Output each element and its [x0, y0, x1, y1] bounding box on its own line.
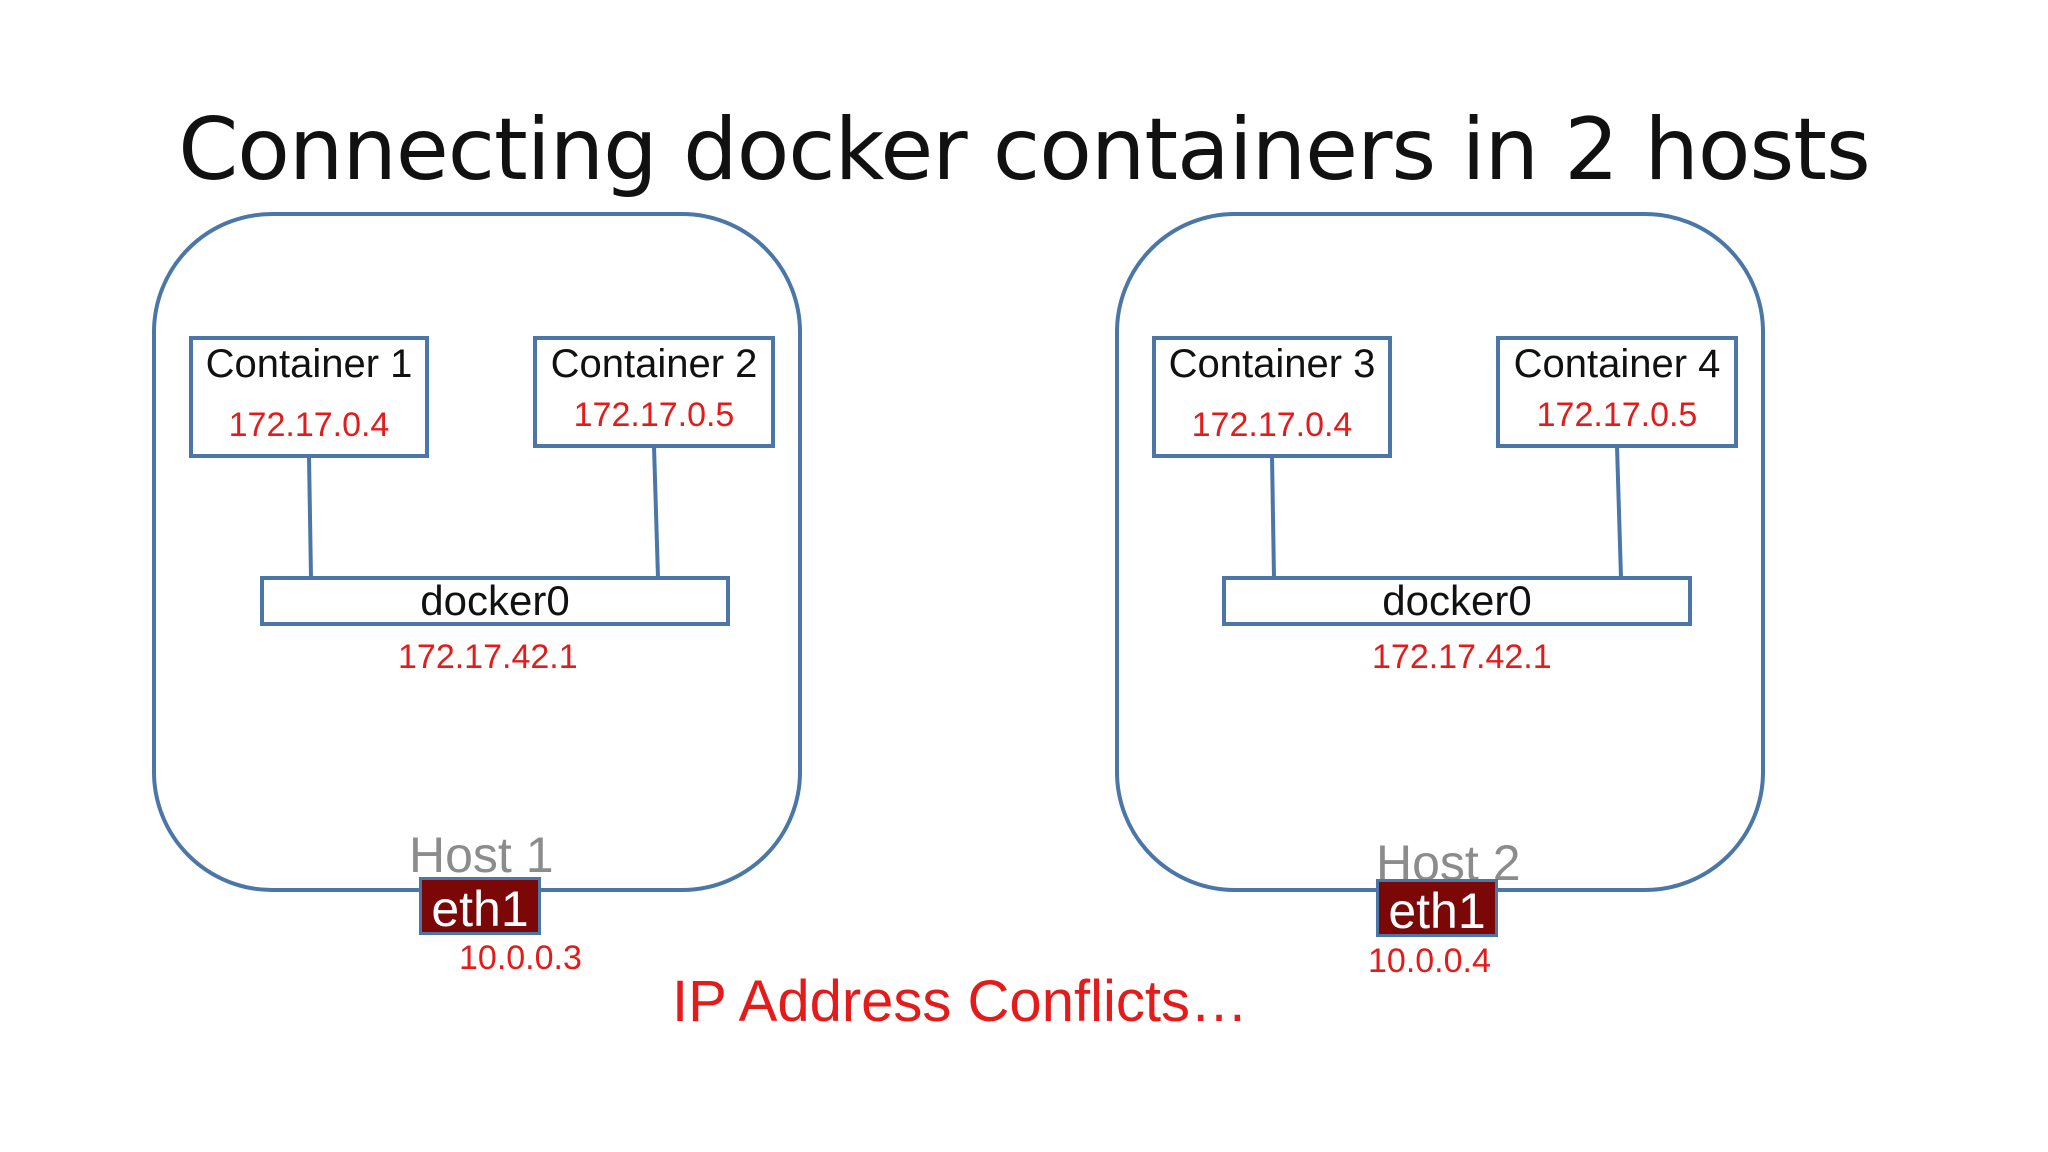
- container-4-ip: 172.17.0.5: [1536, 396, 1698, 434]
- link-container-1-docker0: [307, 455, 313, 579]
- host-2-bridge-name: docker0: [1382, 577, 1532, 624]
- link-container-4-docker0: [1615, 445, 1623, 579]
- container-3-name: Container 3: [1168, 342, 1376, 386]
- container-2-name: Container 2: [550, 342, 758, 386]
- container-1-ip: 172.17.0.4: [228, 406, 390, 444]
- host-2-eth1-label: eth1: [1388, 883, 1486, 939]
- container-3-box: Container 3 172.17.0.4: [1152, 336, 1392, 458]
- container-2-ip: 172.17.0.5: [573, 396, 735, 434]
- host-2-bridge-ip: 172.17.42.1: [1372, 638, 1552, 676]
- host-1-bridge-ip: 172.17.42.1: [398, 638, 578, 676]
- host-1-eth1: eth1: [419, 877, 541, 937]
- host-1-eth1-ip: 10.0.0.3: [459, 939, 582, 977]
- host-1-label: Host 1: [409, 827, 554, 883]
- link-container-3-docker0: [1270, 455, 1276, 579]
- container-3-ip: 172.17.0.4: [1191, 406, 1353, 444]
- host-2-docker0-bridge: docker0: [1222, 576, 1692, 626]
- host-1-bridge-name: docker0: [420, 577, 570, 624]
- host-1-docker0-bridge: docker0: [260, 576, 730, 626]
- link-container-2-docker0: [652, 445, 660, 579]
- container-1-box: Container 1 172.17.0.4: [189, 336, 429, 458]
- container-4-box: Container 4 172.17.0.5: [1496, 336, 1738, 448]
- host-2-eth1-ip: 10.0.0.4: [1368, 942, 1491, 980]
- container-4-name: Container 4: [1513, 342, 1721, 386]
- ip-conflict-note: IP Address Conflicts…: [672, 969, 1248, 1034]
- container-2-box: Container 2 172.17.0.5: [533, 336, 775, 448]
- container-1-name: Container 1: [205, 342, 413, 386]
- host-2-eth1: eth1: [1376, 879, 1498, 939]
- host-1-eth1-label: eth1: [431, 881, 529, 937]
- slide-title: Connecting docker containers in 2 hosts: [178, 100, 1871, 200]
